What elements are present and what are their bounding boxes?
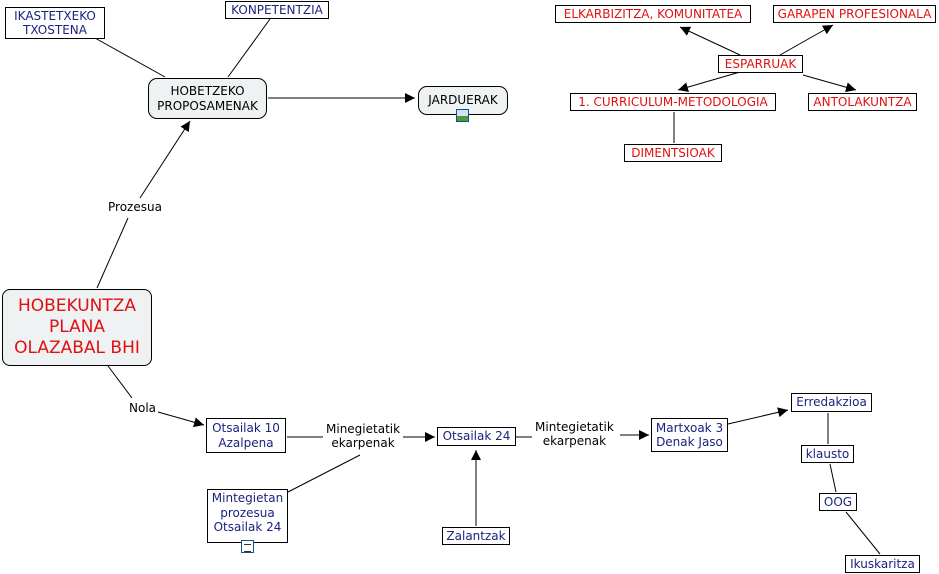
node-zalantzak[interactable]: Zalantzak xyxy=(442,527,510,545)
arrow-esparruak-curriculum xyxy=(677,71,741,93)
node-jarduerak[interactable]: JARDUERAK xyxy=(418,86,508,115)
line-main-nola xyxy=(107,365,133,399)
node-elkarbizitza-komunitatea[interactable]: ELKARBIZITZA, KOMUNITATEA xyxy=(555,5,751,23)
line-mintegietan-minegietatik xyxy=(287,454,361,493)
link-label-prozesua: Prozesua xyxy=(106,200,164,215)
arrow-prozesua-hobetzeko xyxy=(139,120,191,199)
node-curriculum-metodologia[interactable]: 1. CURRICULUM-METODOLOGIA xyxy=(570,93,776,111)
node-konpetentzia[interactable]: KONPETENTZIA xyxy=(225,1,329,19)
arrow-esparruak-antolakuntza xyxy=(802,74,857,93)
line-konpetentzia-hobetzeko xyxy=(227,18,271,78)
arrow-nola-otsailak10 xyxy=(157,411,205,428)
line-ikastetxeko-hobetzeko xyxy=(94,37,166,78)
node-esparruak[interactable]: ESPARRUAK xyxy=(718,55,803,73)
link-label-nola: Nola xyxy=(127,401,159,416)
image-icon[interactable] xyxy=(456,109,469,122)
node-klausto[interactable]: klausto xyxy=(801,445,854,463)
main-node-hobekuntza-plana[interactable]: HOBEKUNTZA PLANA OLAZABAL BHI xyxy=(2,289,152,366)
node-antolakuntza[interactable]: ANTOLAKUNTZA xyxy=(808,93,917,111)
node-garapen-profesionala[interactable]: GARAPEN PROFESIONALA xyxy=(773,5,936,23)
node-ikastetxeko-txostena[interactable]: IKASTETXEKO TXOSTENA xyxy=(5,7,105,39)
node-mintegietan-prozesua[interactable]: Mintegietan prozesua Otsailak 24 xyxy=(207,489,288,543)
node-erredakzioa[interactable]: Erredakzioa xyxy=(791,393,872,412)
line-main-prozesua xyxy=(96,217,129,289)
arrow-martxoak-erredakzioa xyxy=(727,407,789,425)
line-oog-ikuskaritza xyxy=(845,511,881,555)
node-otsailak-24[interactable]: Otsailak 24 xyxy=(437,427,516,446)
node-oog[interactable]: OOG xyxy=(819,493,857,511)
line-klausto-oog xyxy=(829,463,837,493)
node-otsailak-10-azalpena[interactable]: Otsailak 10 Azalpena xyxy=(206,418,286,453)
node-hobetzeko-proposamenak[interactable]: HOBETZEKO PROPOSAMENAK xyxy=(148,78,267,119)
node-dimentsioak[interactable]: DIMENTSIOAK xyxy=(624,144,722,162)
node-martxoak-3[interactable]: Martxoak 3 Denak Jaso xyxy=(651,418,728,452)
document-icon[interactable] xyxy=(241,540,254,553)
node-ikuskaritza[interactable]: Ikuskaritza xyxy=(845,555,920,573)
arrow-esparruak-garapen xyxy=(779,24,834,56)
link-label-mintegietatik-ekarpenak: Mintegietatik ekarpenak xyxy=(533,420,616,449)
link-label-minegietatik-ekarpenak: Minegietatik ekarpenak xyxy=(324,422,403,451)
arrow-esparruak-elkarbizitza xyxy=(679,26,741,56)
